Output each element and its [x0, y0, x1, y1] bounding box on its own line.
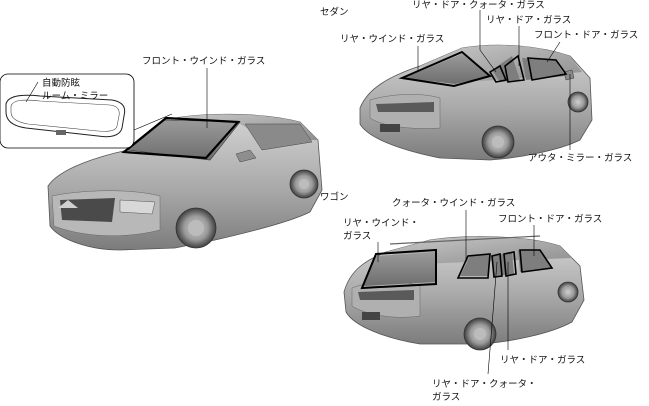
room-mirror-label-line2: ルーム・ミラー: [42, 91, 108, 103]
sedan-rear-quarter-label: リヤ・ドア・クォータ・ガラス: [412, 0, 545, 12]
wagon-heading: ワゴン: [320, 192, 349, 204]
wagon-front-door-label: フロント・ドア・ガラス: [498, 214, 602, 226]
sedan-car: [360, 45, 592, 160]
wagon-car: [344, 236, 584, 350]
sedan-outer-mirror-label: アウタ・ミラー・ガラス: [528, 153, 632, 165]
room-mirror-label-line1: 自動防眩: [42, 78, 80, 90]
wagon-rear-door-label: リヤ・ドア・ガラス: [500, 355, 585, 367]
sedan-front-door-label: フロント・ドア・ガラス: [534, 30, 638, 42]
sedan-rear-window-label: リヤ・ウインド・ガラス: [340, 34, 444, 46]
wagon-rear-quarter-label-line2: ガラス: [432, 392, 460, 404]
wagon-rear-quarter-label-line1: リヤ・ドア・クォータ・: [432, 379, 537, 391]
wagon-rear-window-label-line2: ガラス: [343, 231, 371, 243]
sedan-heading: セダン: [320, 7, 349, 19]
front-windshield-label: フロント・ウインド・ガラス: [142, 56, 265, 68]
wagon-rear-window-label-line1: リヤ・ウインド・: [343, 218, 419, 230]
sedan-rear-door-label: リヤ・ドア・ガラス: [486, 15, 571, 27]
wagon-quarter-window-label: クォータ・ウインド・ガラス: [392, 198, 515, 210]
